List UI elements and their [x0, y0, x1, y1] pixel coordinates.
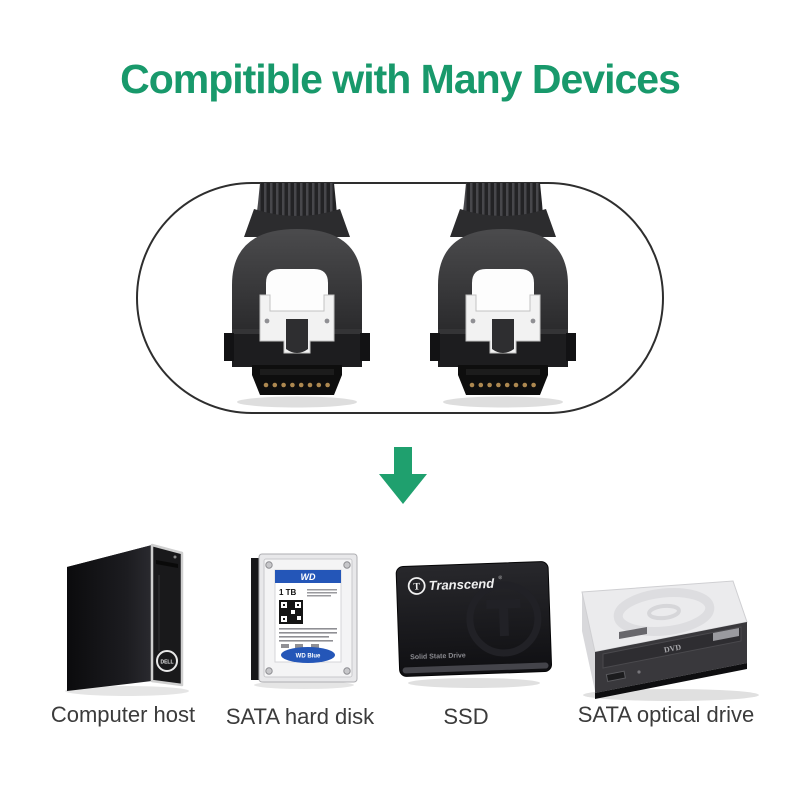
- svg-text:T: T: [413, 581, 420, 592]
- device-image-ssd: T Transcend ® Solid State Drive: [395, 561, 552, 688]
- eject-button: [605, 670, 626, 683]
- device-label-ssd: SSD: [443, 704, 489, 729]
- hdd-capacity: 1 TB: [279, 588, 297, 597]
- dvd-logo: DVD: [663, 642, 682, 654]
- transcend-logo: T Transcend ®: [407, 574, 503, 595]
- down-arrow-head-icon: [379, 474, 427, 504]
- device-image-sata-hard-disk: WD 1 TB WD Blue: [251, 553, 358, 689]
- svg-text:DELL: DELL: [160, 660, 173, 666]
- ssd-tagline: Solid State Drive: [410, 652, 466, 661]
- transcend-wordmark: Transcend: [428, 576, 495, 593]
- wd-label-bar: [275, 570, 341, 583]
- device-label-sata-hard-disk: SATA hard disk: [225, 704, 375, 729]
- hdd-screws: [265, 561, 351, 675]
- wd-blue-oval: [281, 647, 335, 663]
- odd-bottom-edge: [595, 663, 747, 699]
- wd-model: WD Blue: [296, 654, 321, 660]
- tower-side-panel: [67, 545, 152, 691]
- dell-logo: DELL: [156, 650, 178, 672]
- device-image-computer-host: DELL: [65, 543, 189, 696]
- hdd-side-edge: [251, 558, 261, 680]
- optical-slot: [156, 560, 178, 568]
- odd-badge: [713, 628, 739, 641]
- odd-disc-tray: [602, 626, 742, 669]
- qr-code: [279, 600, 303, 624]
- power-button-icon: [173, 555, 177, 559]
- ssd-watermark-t: [466, 581, 542, 657]
- down-arrow-icon: [394, 447, 412, 475]
- odd-top-ring: [613, 588, 715, 636]
- page-title: Compitible with Many Devices: [120, 56, 681, 102]
- device-image-sata-optical-drive: DVD: [581, 580, 759, 701]
- ssd-body: [395, 561, 552, 677]
- odd-left-side: [582, 592, 595, 691]
- drive-indicator-led: [637, 670, 641, 674]
- hero-panel-outline: [136, 182, 664, 414]
- device-label-computer-host: Computer host: [50, 702, 196, 727]
- wd-logo: WD: [301, 572, 316, 582]
- sata-connector-right-icon: [428, 183, 578, 411]
- sata-connector-left-icon: [222, 183, 372, 411]
- registered-mark: ®: [498, 574, 502, 581]
- device-label-sata-optical-drive: SATA optical drive: [577, 702, 755, 727]
